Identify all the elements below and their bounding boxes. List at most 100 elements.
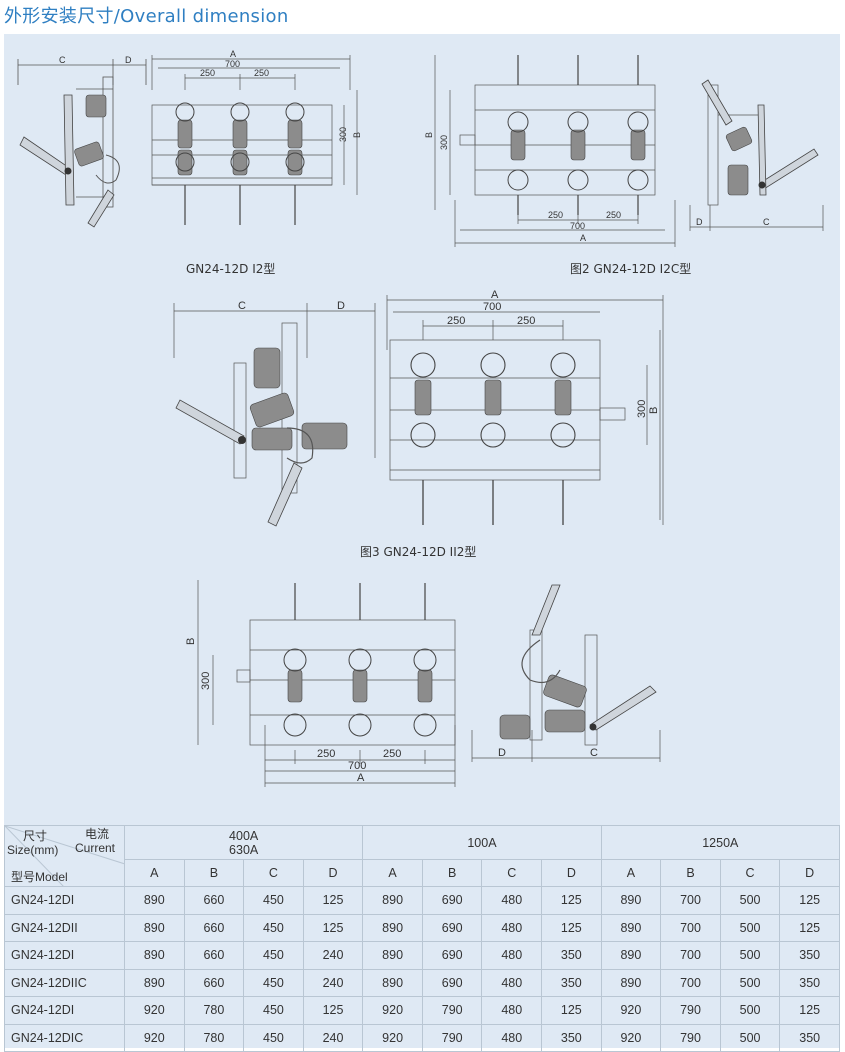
model-cell: GN24-12DI bbox=[4, 996, 125, 1025]
value-cell: 790 bbox=[660, 996, 721, 1025]
value-cell: 890 bbox=[362, 968, 423, 997]
value-cell: 890 bbox=[124, 886, 185, 915]
value-cell: 690 bbox=[421, 968, 483, 997]
model-cell: GN24-12DI bbox=[4, 886, 125, 915]
value-cell: 125 bbox=[779, 913, 840, 942]
value-cell: 480 bbox=[481, 1023, 543, 1052]
value-cell: 660 bbox=[183, 941, 245, 970]
fig1-caption: GN24-12D I2型 bbox=[186, 262, 276, 276]
value-cell: 780 bbox=[183, 996, 245, 1025]
value-cell: 480 bbox=[481, 913, 543, 942]
value-cell: 125 bbox=[302, 996, 364, 1025]
fig4-front-view: B 300 250 250 700 A bbox=[185, 580, 456, 787]
fig2-front-view: B 300 250 250 700 A bbox=[424, 55, 676, 247]
fig2-dim-300: 300 bbox=[439, 135, 449, 150]
value-cell: 920 bbox=[362, 996, 423, 1025]
value-cell: 500 bbox=[719, 968, 781, 997]
value-cell: 890 bbox=[362, 886, 423, 915]
value-cell: 790 bbox=[660, 1023, 721, 1052]
value-cell: 890 bbox=[600, 913, 662, 942]
model-cell: GN24-12DI bbox=[4, 941, 125, 970]
value-cell: 450 bbox=[243, 886, 304, 915]
value-cell: 890 bbox=[600, 941, 662, 970]
fig1-side-view: C D bbox=[17, 55, 147, 228]
value-cell: 920 bbox=[600, 1023, 662, 1052]
fig3-dim-a: A bbox=[491, 289, 499, 301]
value-cell: 890 bbox=[124, 913, 185, 942]
fig3-dim-300: 300 bbox=[636, 400, 648, 418]
fig4-dim-250-left: 250 bbox=[317, 748, 335, 760]
fig1-dim-a: A bbox=[230, 49, 236, 59]
value-cell: 450 bbox=[243, 996, 304, 1025]
value-cell: 890 bbox=[362, 913, 423, 942]
fig2-dim-700: 700 bbox=[570, 221, 585, 231]
value-cell: 790 bbox=[421, 1023, 483, 1052]
fig2-dim-d: D bbox=[696, 217, 703, 227]
column-header: B bbox=[421, 859, 483, 887]
value-cell: 350 bbox=[541, 968, 602, 997]
value-cell: 660 bbox=[183, 886, 245, 915]
fig4-dim-c: C bbox=[590, 747, 598, 759]
value-cell: 125 bbox=[541, 996, 602, 1025]
fig1-dim-b: B bbox=[352, 132, 362, 138]
fig1-dim-250-right: 250 bbox=[254, 68, 269, 78]
fig3-dim-250-right: 250 bbox=[517, 315, 535, 327]
column-header: D bbox=[302, 859, 364, 887]
value-cell: 125 bbox=[779, 886, 840, 915]
column-header: C bbox=[481, 859, 543, 887]
fig2-caption: 图2 GN24-12D I2C型 bbox=[570, 262, 692, 276]
fig1-dim-700: 700 bbox=[225, 59, 240, 69]
fig2-dim-b: B bbox=[424, 132, 434, 138]
dimension-table: 尺寸 Size(mm) 电流 Current 型号Model 400A 630A… bbox=[4, 825, 841, 1052]
value-cell: 500 bbox=[719, 886, 781, 915]
value-cell: 350 bbox=[541, 1023, 602, 1052]
corner-model: 型号Model bbox=[11, 870, 68, 884]
fig4-dim-700: 700 bbox=[348, 760, 366, 772]
column-header: A bbox=[600, 859, 662, 887]
column-header: A bbox=[362, 859, 423, 887]
column-header: C bbox=[243, 859, 304, 887]
value-cell: 240 bbox=[302, 1023, 364, 1052]
fig1-dim-d: D bbox=[125, 55, 132, 65]
fig1-dim-250-left: 250 bbox=[200, 68, 215, 78]
value-cell: 920 bbox=[362, 1023, 423, 1052]
value-cell: 660 bbox=[183, 913, 245, 942]
group-1-line1: 100A bbox=[467, 835, 497, 850]
group-0-line2: 630A bbox=[229, 842, 259, 857]
fig1-poles bbox=[175, 102, 305, 225]
value-cell: 500 bbox=[719, 941, 781, 970]
model-cell: GN24-12DIIC bbox=[4, 968, 125, 997]
fig2-side-view: D C bbox=[689, 79, 824, 231]
model-cell: GN24-12DII bbox=[4, 913, 125, 942]
value-cell: 500 bbox=[719, 913, 781, 942]
value-cell: 480 bbox=[481, 968, 543, 997]
value-cell: 500 bbox=[719, 1023, 781, 1052]
column-header: D bbox=[779, 859, 840, 887]
value-cell: 890 bbox=[600, 968, 662, 997]
value-cell: 480 bbox=[481, 996, 543, 1025]
column-header: D bbox=[541, 859, 602, 887]
value-cell: 890 bbox=[600, 886, 662, 915]
fig1-front-view: A 700 250 250 300 B bbox=[151, 49, 362, 225]
value-cell: 125 bbox=[541, 913, 602, 942]
value-cell: 920 bbox=[600, 996, 662, 1025]
value-cell: 240 bbox=[302, 968, 364, 997]
value-cell: 890 bbox=[124, 941, 185, 970]
group-header-400-630: 400A 630A bbox=[123, 825, 364, 860]
value-cell: 500 bbox=[719, 996, 781, 1025]
fig3-dim-700: 700 bbox=[483, 301, 501, 313]
value-cell: 920 bbox=[124, 1023, 185, 1052]
value-cell: 350 bbox=[779, 968, 840, 997]
corner-diagonal bbox=[5, 826, 124, 886]
value-cell: 790 bbox=[421, 996, 483, 1025]
fig4-dim-d: D bbox=[498, 747, 506, 759]
column-header: C bbox=[719, 859, 781, 887]
group-header-100: 100A bbox=[362, 825, 602, 860]
value-cell: 920 bbox=[124, 996, 185, 1025]
model-cell: GN24-12DIC bbox=[4, 1023, 125, 1052]
fig3-side-view: C D bbox=[173, 300, 376, 527]
value-cell: 125 bbox=[541, 886, 602, 915]
